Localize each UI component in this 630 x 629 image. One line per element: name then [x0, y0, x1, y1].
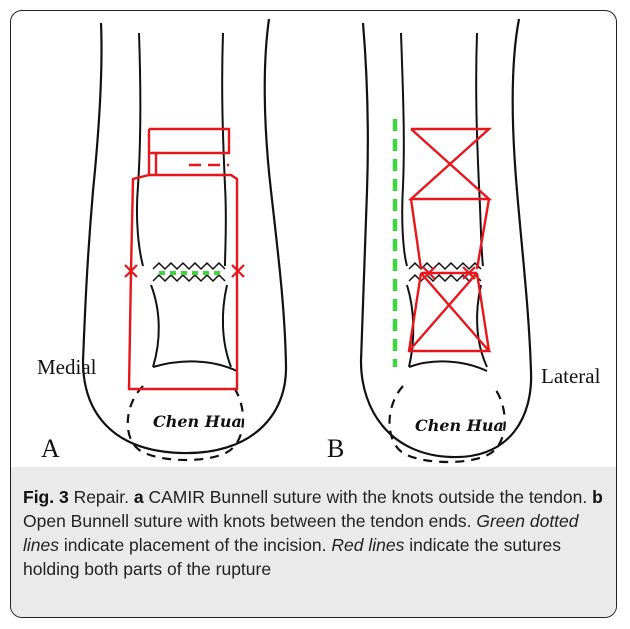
panel-letter-b: B	[327, 434, 344, 463]
side-label-medial: Medial	[37, 355, 97, 379]
caption-box: Fig. 3 Repair. a CAMIR Bunnell suture wi…	[11, 467, 616, 618]
heel-curve-b	[409, 361, 487, 371]
leg-outline-b	[361, 19, 531, 457]
caption-red-label: Red lines	[331, 535, 404, 555]
figure-frame: Chen Hua Medial A	[10, 10, 617, 618]
caption-a-text: CAMIR Bunnell suture with the knots outs…	[144, 487, 592, 507]
signature-a: Chen Hua	[153, 412, 242, 431]
caption-title: Repair.	[69, 487, 134, 507]
tendon-left-edge-b	[401, 33, 407, 266]
distal-stump-b	[407, 285, 487, 367]
tendon-left-edge-a	[137, 33, 143, 266]
distal-stump-a	[151, 285, 231, 367]
side-label-lateral: Lateral	[541, 364, 601, 388]
caption-b-label: b	[592, 487, 603, 507]
signature-b: Chen Hua	[415, 416, 504, 435]
figure-caption: Fig. 3 Repair. a CAMIR Bunnell suture wi…	[23, 485, 603, 581]
caption-green-text: indicate placement of the incision.	[59, 535, 331, 555]
sutures-a	[129, 129, 237, 389]
figure-label: Fig. 3	[23, 487, 69, 507]
rupture-lower-a	[153, 275, 225, 281]
caption-b-text: Open Bunnell suture with knots between t…	[23, 511, 476, 531]
panel-letter-a: A	[41, 434, 60, 463]
figure-illustration: Chen Hua Medial A	[11, 11, 617, 467]
heel-curve-a	[153, 361, 237, 371]
tendon-right-edge-a	[222, 33, 226, 266]
tendon-right-edge-b	[476, 33, 483, 266]
panel-a: Chen Hua Medial A	[37, 19, 286, 463]
rupture-upper-a	[153, 263, 225, 269]
panel-b: Chen Hua Lateral B	[327, 19, 601, 463]
caption-a-label: a	[134, 487, 144, 507]
